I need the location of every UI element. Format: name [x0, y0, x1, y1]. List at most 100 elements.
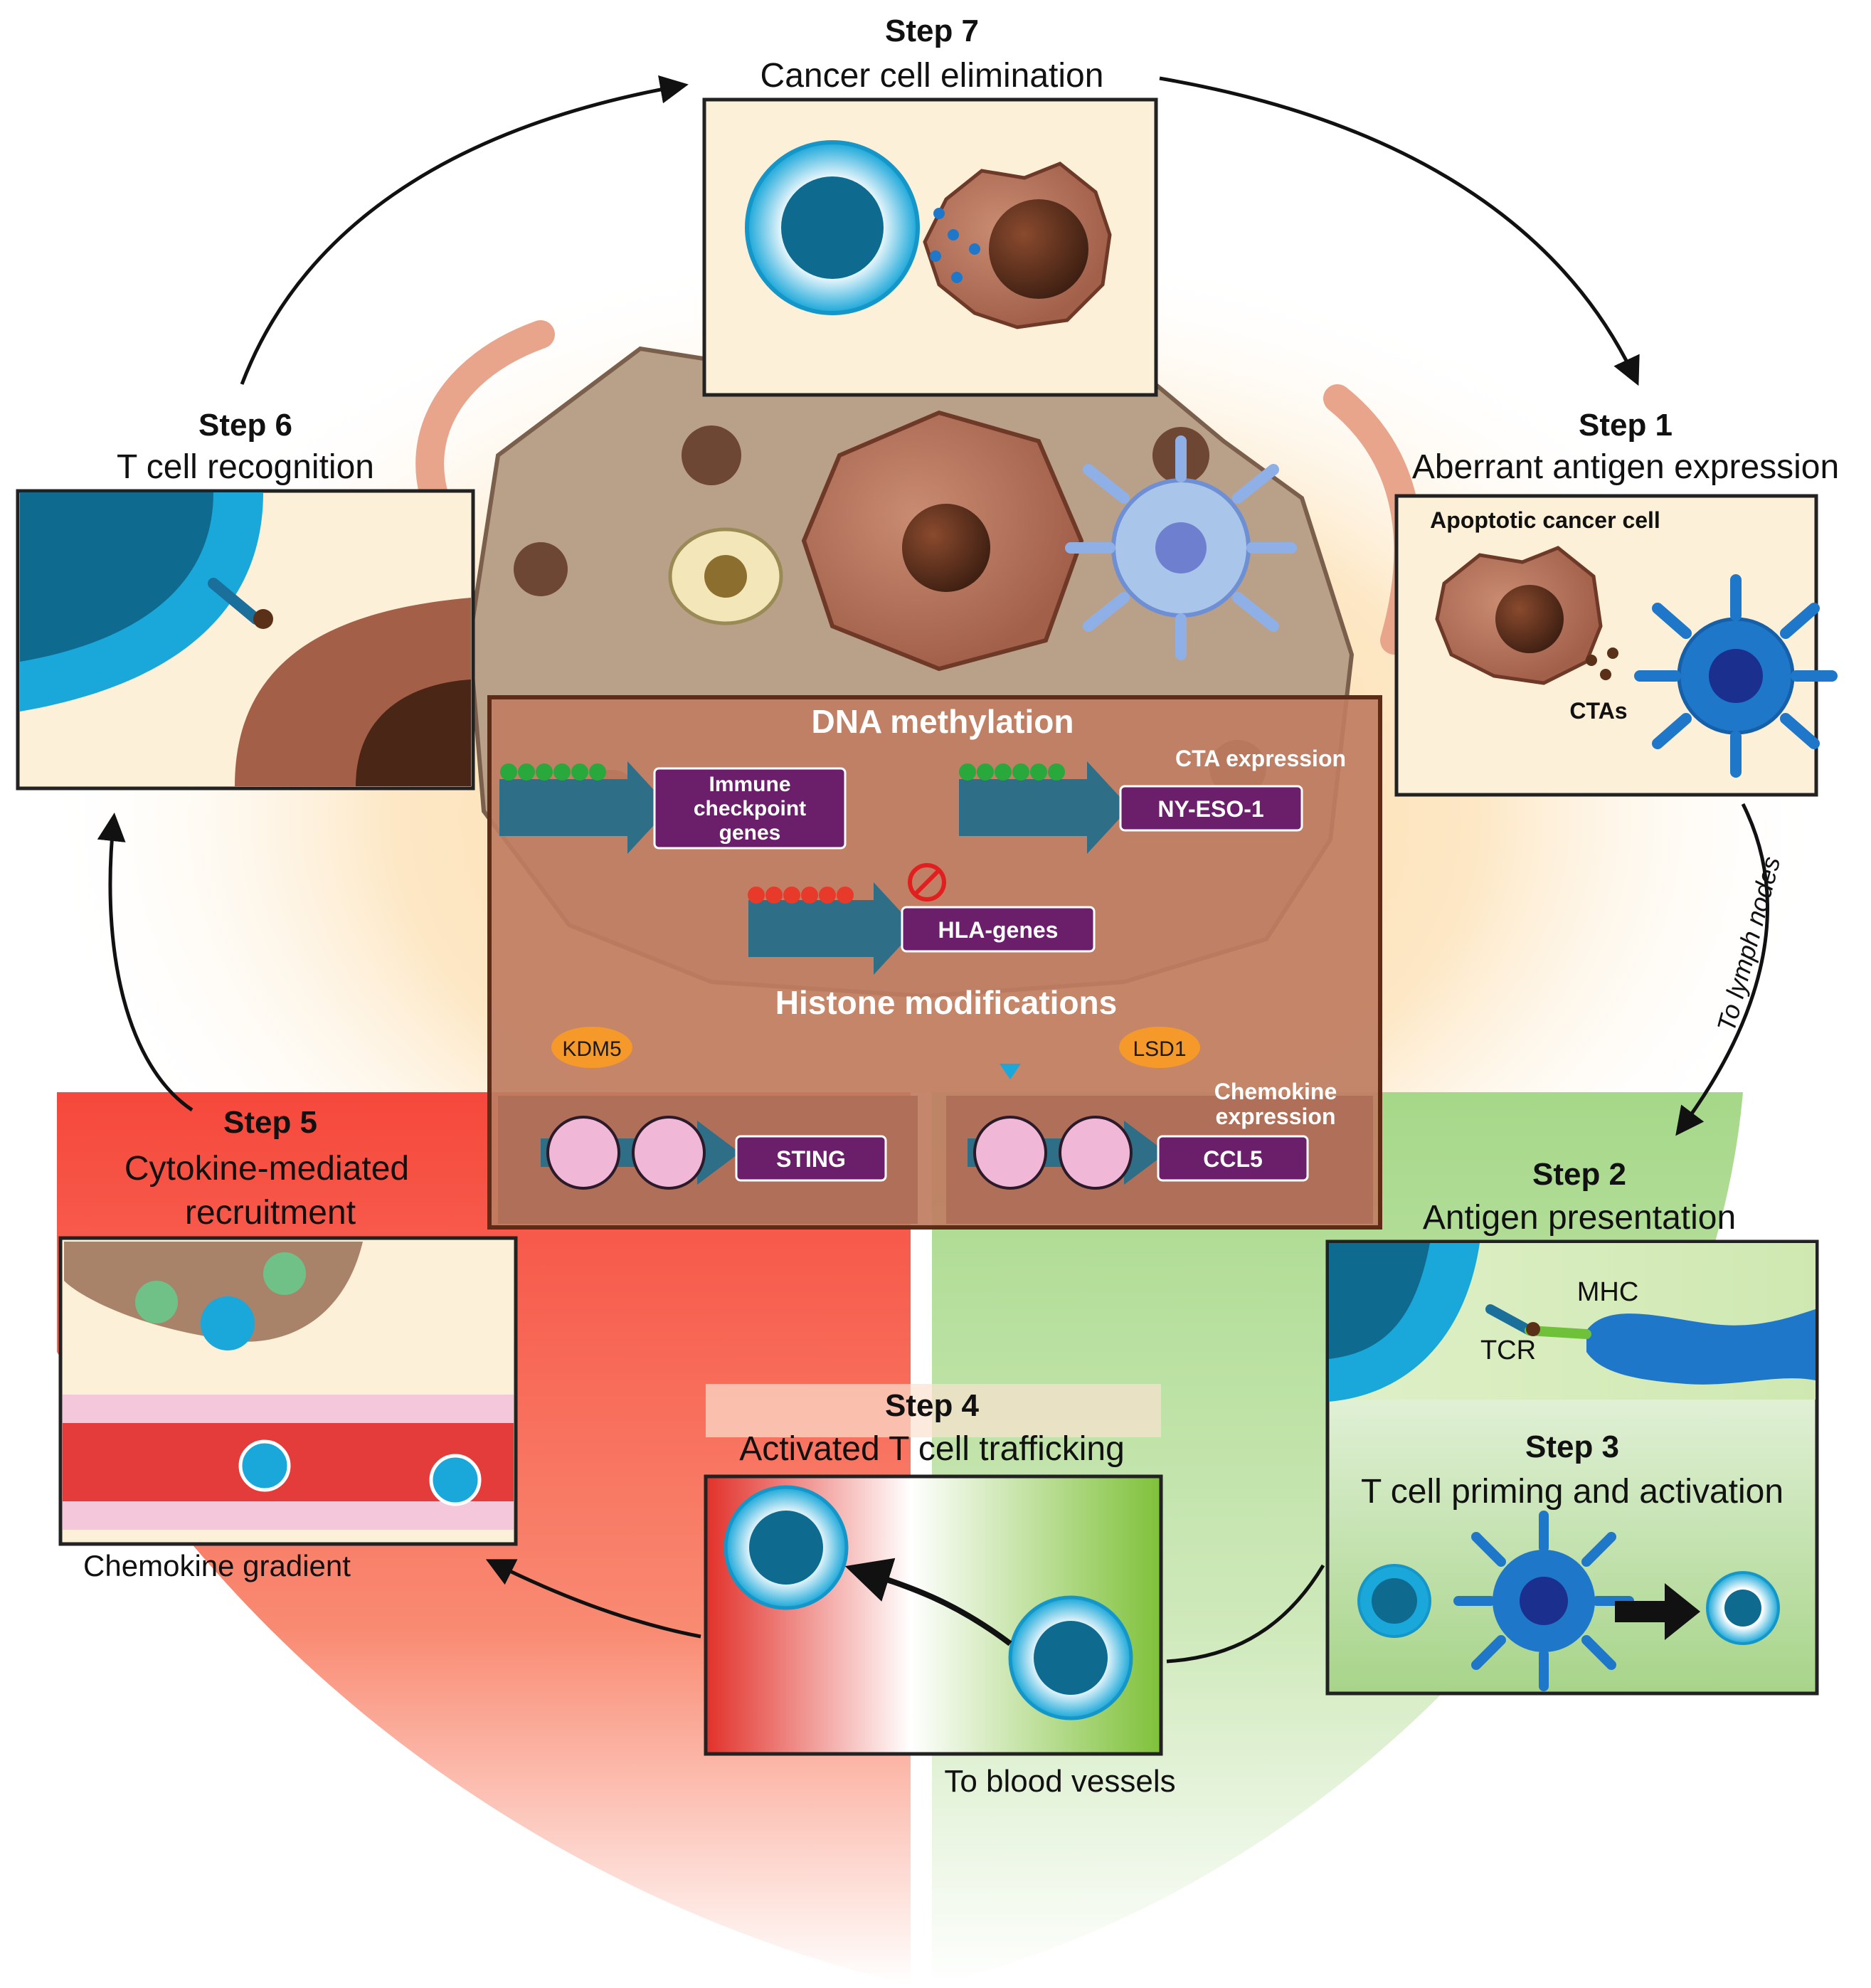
step5-title-line2: recruitment	[185, 1194, 356, 1232]
chromatin-ccl5: LSD1 CCL5	[946, 1027, 1373, 1224]
methyl-groups-green	[500, 763, 606, 781]
step4-title: Activated T cell trafficking	[739, 1430, 1125, 1468]
kdm5-enzyme	[551, 1027, 632, 1068]
cancer-nucleus	[682, 425, 741, 485]
ctas-label: CTAs	[1569, 698, 1627, 724]
nucleosome	[1059, 1116, 1133, 1190]
arrow-step3-to-step4	[1166, 1564, 1325, 1664]
cell-nucleus	[704, 555, 747, 598]
step4-panel	[704, 1384, 1163, 1756]
arrow-step6-to-step7	[240, 75, 689, 385]
step7-title: Cancer cell elimination	[760, 57, 1104, 95]
chemokine-line1: Chemokine	[1214, 1079, 1337, 1104]
naive-t-cell	[1357, 1564, 1431, 1638]
step5-title-line1: Cytokine-mediated	[124, 1150, 409, 1188]
dying-cancer-cell	[923, 162, 1112, 329]
t-cell	[201, 1296, 255, 1350]
vessel-wall	[63, 1395, 514, 1423]
nucleosome	[546, 1116, 620, 1190]
to-blood-vessels-label: To blood vessels	[944, 1764, 1175, 1799]
cancer-nucleus	[514, 542, 568, 596]
antigen	[1526, 1322, 1540, 1336]
tumor-dendritic-cell	[1065, 435, 1297, 660]
step2-number: Step 2	[1532, 1157, 1626, 1192]
sting-label: STING	[776, 1146, 846, 1172]
step1-title: Aberrant antigen expression	[1412, 448, 1839, 486]
cell	[135, 1281, 178, 1323]
promoter-arrow	[748, 882, 916, 975]
apoptotic-cancer-cell-label: Apoptotic cancer cell	[1430, 507, 1660, 533]
mhc-label: MHC	[1577, 1277, 1639, 1307]
arrow-step7-to-step1	[1159, 76, 1640, 386]
step4-header-bg	[706, 1384, 1161, 1437]
immune-gene-line3: genes	[719, 821, 781, 845]
cta-expression-label: CTA expression	[1175, 746, 1346, 771]
arrow-step4-to-step5	[485, 1559, 701, 1639]
nucleosome	[632, 1116, 706, 1190]
nyeso-gene-box	[1119, 785, 1303, 832]
cancer-cell-nucleus	[902, 504, 990, 592]
promoter-arrow	[499, 761, 670, 854]
nucleosome	[973, 1116, 1047, 1190]
promoter-arrow	[959, 761, 1130, 854]
step5-number: Step 5	[223, 1105, 317, 1140]
step6-panel	[16, 489, 475, 791]
cell	[263, 1252, 306, 1295]
cta-dots	[1586, 647, 1618, 680]
lsd1-enzyme	[1119, 1027, 1200, 1068]
dendritic-cell-arm	[1586, 1309, 1816, 1385]
step5-panel	[58, 1236, 518, 1546]
t-cell	[724, 1485, 849, 1610]
histone-modifications-title: Histone modifications	[775, 984, 1117, 1021]
cancer-cell-nucleus	[356, 680, 471, 786]
step4-number: Step 4	[885, 1388, 980, 1423]
migration-arrow	[844, 1558, 1012, 1646]
arrow-step5-to-step6	[97, 813, 194, 1112]
chromatin-sting: KDM5 STING	[498, 1027, 918, 1224]
arrow-step1-to-step2	[1675, 803, 1769, 1136]
sting-gene-box	[735, 1135, 887, 1182]
t-cell	[745, 140, 920, 315]
step6-number: Step 6	[198, 408, 292, 443]
dna-immune-checkpoint: Immune checkpoint genes	[499, 761, 847, 854]
step2-title: Antigen presentation	[1423, 1199, 1736, 1237]
activated-t-cell	[1706, 1571, 1780, 1645]
apoptotic-cancer-cell	[1435, 546, 1603, 685]
step1-number: Step 1	[1579, 408, 1673, 443]
histone-mark	[1000, 1064, 1021, 1079]
dendritic-cell	[1634, 574, 1838, 778]
t-cell	[238, 1439, 291, 1492]
lsd1-label: LSD1	[1133, 1037, 1186, 1061]
t-cell-nucleus	[1329, 1243, 1430, 1359]
immune-gene-line1: Immune	[709, 773, 790, 796]
t-cell	[1008, 1595, 1133, 1720]
methyl-groups-red	[748, 887, 854, 904]
step7-panel	[702, 97, 1158, 397]
kdm5-label: KDM5	[562, 1037, 621, 1061]
ccl5-gene-box	[1157, 1135, 1309, 1182]
step6-title: T cell recognition	[117, 448, 374, 486]
nyeso-label: NY-ESO-1	[1157, 796, 1263, 822]
step1-panel	[1394, 494, 1838, 797]
tcr	[1485, 1304, 1535, 1336]
inhibition-slash	[913, 868, 941, 897]
chemokine-gradient-label: Chemokine gradient	[83, 1549, 351, 1582]
cycle-arrows	[97, 75, 1769, 1664]
activation-arrow	[1615, 1583, 1700, 1640]
methyl-groups-green	[959, 763, 1065, 781]
step2-3-panel	[1325, 1239, 1819, 1696]
dna-nyeso: NY-ESO-1	[959, 761, 1303, 854]
dna-hla: HLA-genes	[748, 863, 1096, 975]
hla-label: HLA-genes	[938, 917, 1059, 943]
antigen	[253, 609, 273, 629]
tcr	[208, 578, 262, 625]
t-cell-nucleus	[20, 492, 213, 662]
dendritic-cell	[1453, 1511, 1634, 1691]
chemokine-line2: expression	[1216, 1104, 1336, 1129]
step3-number: Step 3	[1525, 1429, 1619, 1464]
step7-number: Step 7	[885, 14, 979, 48]
immune-gene-box	[653, 767, 847, 850]
center-epigenetics-box: Immune checkpoint genes NY-ESO-1 HLA-g	[487, 695, 1382, 1230]
inhibition-icon	[908, 863, 946, 902]
